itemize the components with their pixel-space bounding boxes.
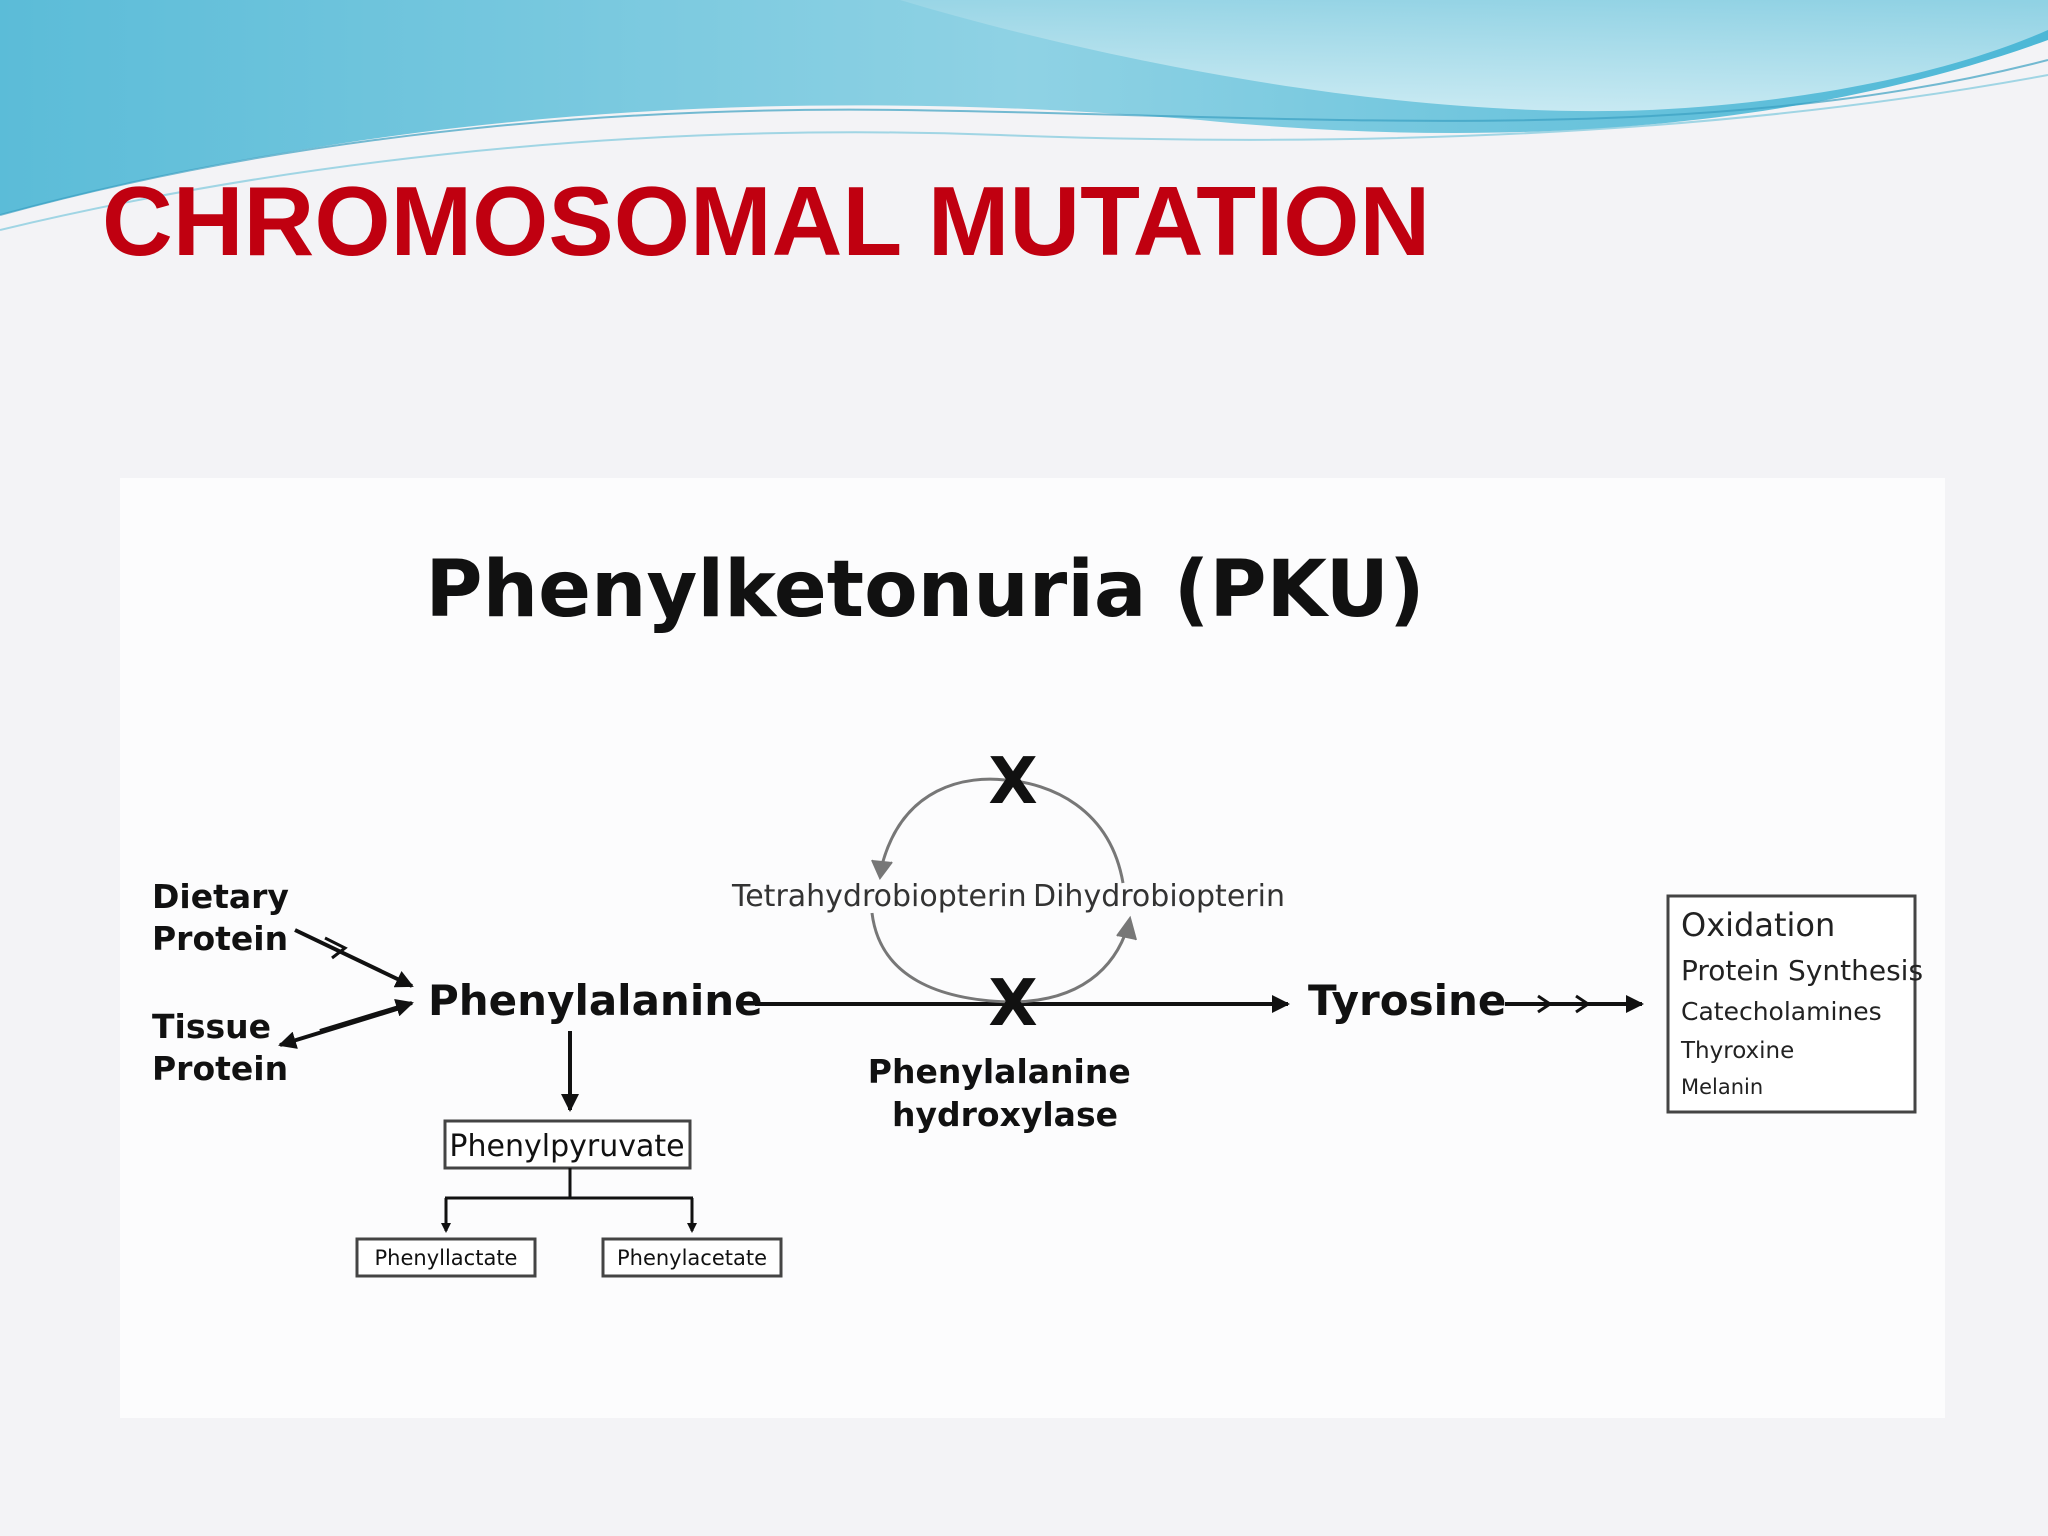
fate-thyroxine: Thyroxine: [1680, 1038, 1794, 1064]
tetrahydrobiopterin-label: Tetrahydrobiopterin: [731, 879, 1027, 914]
header-wave-decoration: [0, 0, 2048, 231]
tissue-protein-label: Tissue Protein: [152, 1007, 288, 1088]
cofactor-cycle-upper-head: [871, 859, 893, 880]
diagram-title: Phenylketonuria (PKU): [425, 545, 1424, 635]
fate-catecholamines: Catecholamines: [1681, 997, 1882, 1026]
enzyme-block-x: X: [988, 967, 1037, 1041]
dietary-protein-label: Dietary Protein: [152, 877, 300, 958]
cofactor-block-x: X: [988, 745, 1037, 819]
tyrosine-arrow-chevron-1: [1537, 994, 1553, 1014]
fate-oxidation: Oxidation: [1681, 906, 1835, 944]
phenyllactate-box: [355, 1237, 537, 1278]
cofactor-cycle-upper: [878, 777, 1125, 884]
tissue-to-phenylalanine-arrow: [319, 999, 414, 1033]
dietary-to-phenylalanine-arrow: [294, 928, 414, 988]
phenylalanine-hydroxylase-label: Phenylalanine hydroxylase: [868, 1052, 1142, 1134]
pku-pathway-diagram: Phenylketonuria (PKU) Dietary Protein Ti…: [152, 545, 1923, 1278]
fate-protein-synthesis: Protein Synthesis: [1681, 954, 1923, 987]
tyrosine-arrow-chevron-2: [1575, 994, 1591, 1014]
tyrosine-fates-box: [1666, 894, 1917, 1114]
slide-title: CHROMOSOMAL MUTATION: [102, 166, 1431, 276]
dietary-arrow-chevron: [324, 936, 348, 960]
cofactor-cycle-lower: [870, 912, 1130, 1004]
phenyllactate-label: Phenyllactate: [375, 1246, 518, 1270]
phenylalanine-label: Phenylalanine: [428, 976, 763, 1025]
pku-diagram-panel: Phenylketonuria (PKU) Dietary Protein Ti…: [120, 478, 1945, 1418]
phenylpyruvate-box: [443, 1119, 692, 1170]
tyrosine-label: Tyrosine: [1308, 976, 1506, 1025]
tyrosine-fates-list: Oxidation Protein Synthesis Catecholamin…: [1680, 906, 1923, 1099]
phenylacetate-label: Phenylacetate: [617, 1246, 767, 1270]
cofactor-cycle-lower-head: [1116, 915, 1137, 941]
fate-melanin: Melanin: [1681, 1075, 1763, 1099]
dihydrobiopterin-label: Dihydrobiopterin: [1033, 879, 1285, 914]
phenylpyruvate-label: Phenylpyruvate: [449, 1129, 684, 1164]
phenylacetate-box: [601, 1237, 783, 1278]
